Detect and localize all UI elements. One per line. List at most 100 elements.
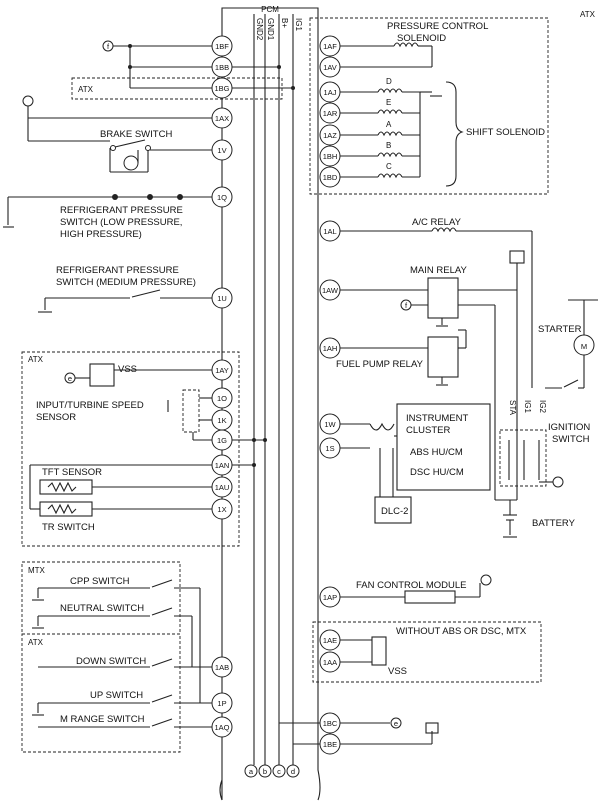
tap-d	[286, 764, 300, 778]
left-pin-label: 1BF	[215, 42, 229, 51]
dsc-label: DSC HU/CM	[410, 467, 464, 478]
input-turbine-label-2: SENSOR	[36, 412, 76, 423]
starter-motor-letter: M	[581, 342, 587, 351]
fan-control-label: FAN CONTROL MODULE	[356, 580, 467, 591]
ignition-label-1: IGNITION	[548, 422, 590, 433]
ignition-switch-box	[499, 429, 547, 487]
right-pin-1aj	[319, 81, 341, 103]
atx-sensor-box	[21, 351, 240, 547]
left-pin-1o	[211, 387, 233, 409]
starter-label: STARTER	[538, 324, 582, 335]
ref-low-high-label-1: REFRIGERANT PRESSURE	[60, 205, 183, 216]
bottom-taps: a b c d	[244, 764, 300, 778]
brake-switch-blade	[114, 139, 146, 148]
ig2-switch-label: IG2	[538, 400, 547, 413]
solenoid-b-label: B	[386, 141, 391, 150]
tap-a	[244, 764, 258, 778]
right-pin-1be	[319, 733, 341, 755]
right-pin-label: 1AA	[323, 658, 337, 667]
left-pin-label: 1P	[217, 699, 226, 708]
solenoid-a-label: A	[386, 120, 392, 129]
atx-small-label: ATX	[78, 85, 94, 94]
brake-lamp-icon	[123, 155, 139, 171]
right-pin-1af	[319, 35, 341, 57]
left-pin-1p	[211, 692, 233, 714]
vss2-label: VSS	[388, 666, 407, 677]
connector-f-right-label: f	[405, 301, 408, 310]
tr-resistor-icon	[47, 503, 77, 515]
right-pin-1ae	[319, 629, 341, 651]
up-switch-label: UP SWITCH	[90, 690, 143, 701]
solenoid-a-coil	[377, 131, 403, 137]
left-pin-label: 1O	[217, 394, 227, 403]
connector-e-left-label: e	[68, 374, 72, 383]
left-pin-label: 1X	[217, 505, 226, 514]
left-pin-1ab	[211, 656, 233, 678]
atx-box-label: ATX	[28, 355, 44, 364]
pcm-label: PCM	[261, 5, 279, 14]
left-pin-1an	[211, 454, 233, 476]
tap-b-label: b	[263, 767, 267, 776]
sta-label: STA	[508, 400, 517, 416]
right-pin-label: 1AL	[323, 227, 336, 236]
solenoid-e-coil	[377, 109, 403, 115]
right-pin-label: 1BD	[323, 173, 338, 182]
pcs-label-1: PRESSURE CONTROL	[387, 21, 488, 32]
ignition-label-2: SWITCH	[552, 434, 590, 445]
left-pin-1q	[211, 186, 233, 208]
left-pin-1bb	[211, 56, 233, 78]
ig1-label: IG1	[294, 18, 303, 31]
left-pin-1g	[211, 429, 233, 451]
ref-low-high-label-2: SWITCH (LOW PRESSURE,	[60, 217, 182, 228]
instrument-label-2: CLUSTER	[406, 425, 450, 436]
left-pin-label: 1AN	[215, 461, 230, 470]
ground-ignition	[552, 476, 564, 488]
left-pin-label: 1AQ	[214, 723, 229, 732]
atx-switch-box	[21, 633, 181, 753]
right-pin-1av	[319, 56, 341, 78]
left-pin-1u	[211, 287, 233, 309]
solenoid-d-label: D	[386, 77, 392, 86]
up-switch-blade	[151, 694, 173, 703]
pcm-body-edge	[219, 779, 223, 801]
right-pin-label: 1AF	[323, 42, 337, 51]
left-pin-label: 1Q	[217, 193, 227, 202]
right-pin-label: 1W	[324, 420, 336, 429]
fan-control-box	[404, 590, 456, 604]
shift-solenoid-group: D E A B C SHIFT SOLENOID	[340, 77, 545, 187]
bplus-label: B+	[280, 18, 289, 28]
cpp-switch-blade	[151, 579, 173, 588]
left-pin-label: 1G	[217, 436, 227, 445]
left-pin-group: 1BF1BB1BG1AX1V1Q1U1AY1O1K1G1AN1AU1X1AB1P…	[211, 35, 233, 738]
battery-label: BATTERY	[532, 518, 576, 529]
right-pin-1s	[319, 437, 341, 459]
pcs-label-2: SOLENOID	[397, 33, 446, 44]
right-pin-label: 1AP	[323, 593, 337, 602]
pcs-coil	[393, 42, 419, 48]
ref-med-label-2: SWITCH (MEDIUM PRESSURE)	[56, 277, 196, 288]
left-pin-label: 1AU	[215, 483, 230, 492]
right-pin-1ap	[319, 586, 341, 608]
right-pin-label: 1AW	[322, 286, 339, 295]
fuel-pump-relay-label: FUEL PUMP RELAY	[336, 359, 424, 370]
right-pin-label: 1S	[325, 444, 334, 453]
shift-solenoid-label: SHIFT SOLENOID	[466, 127, 545, 138]
neutral-switch-blade	[151, 607, 173, 616]
pcm-body	[221, 7, 321, 801]
m-range-switch-label: M RANGE SWITCH	[60, 714, 145, 725]
right-pin-label: 1BE	[323, 740, 337, 749]
atx-solenoid-box	[309, 17, 549, 195]
left-pin-label: 1AY	[215, 366, 229, 375]
ref-med-switch-blade	[131, 289, 161, 298]
left-pin-1aq	[211, 716, 233, 738]
solenoid-d-coil	[377, 88, 403, 94]
main-relay-box	[427, 277, 459, 319]
right-pin-1az	[319, 124, 341, 146]
right-pin-1bc	[319, 712, 341, 734]
brake-switch-label: BRAKE SWITCH	[100, 129, 172, 140]
m-range-switch-blade	[151, 718, 173, 727]
gnd2-label: GND2	[255, 18, 264, 41]
solenoid-c-coil	[377, 173, 403, 179]
left-pin-1bf	[211, 35, 233, 57]
